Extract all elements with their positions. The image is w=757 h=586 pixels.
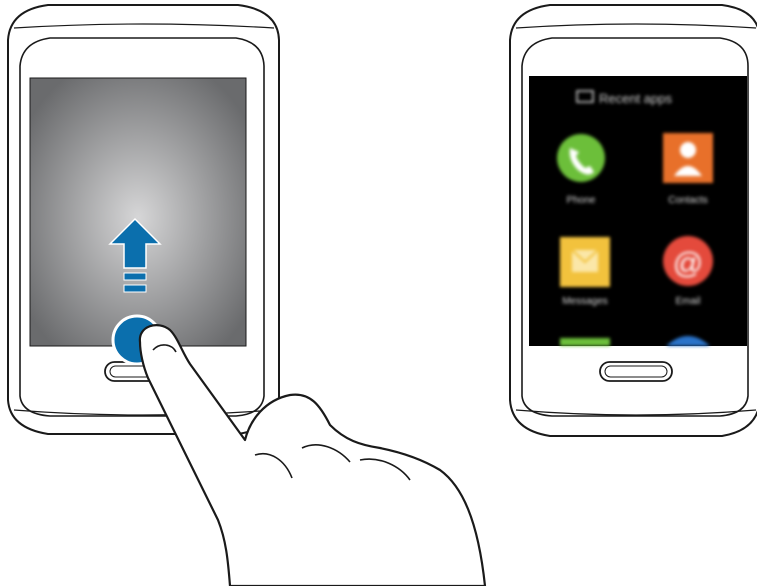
app-label-messages: Messages <box>562 296 608 307</box>
right-home-button[interactable] <box>600 362 672 381</box>
recent-apps-title: Recent apps <box>599 91 672 106</box>
left-watch-screen <box>30 78 246 346</box>
app-label-phone: Phone <box>567 195 596 206</box>
left-watch <box>8 5 279 434</box>
app-label-email: Email <box>675 296 700 307</box>
svg-text:@: @ <box>673 247 703 280</box>
partial-app-tile-left <box>560 338 610 346</box>
app-label-contacts: Contacts <box>668 195 707 206</box>
app-tile-messages[interactable]: Messages <box>560 237 610 307</box>
right-watch: Recent apps Phone Contacts Messages <box>510 5 757 436</box>
phone-icon <box>557 134 605 182</box>
app-tile-contacts[interactable]: Contacts <box>663 133 713 206</box>
